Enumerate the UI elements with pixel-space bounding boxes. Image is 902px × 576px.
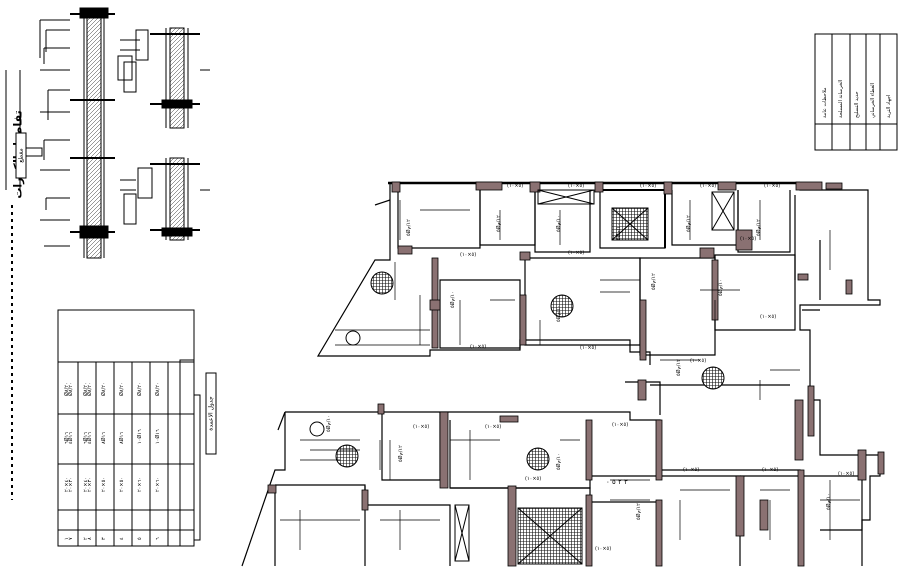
slab-label: (٥×١٠) — [838, 471, 854, 477]
slab-label: (٥×١٠) — [568, 183, 584, 189]
schedule-cell: ٢ — [83, 537, 89, 540]
upper-columns — [391, 181, 853, 531]
rebar-label: ٥Ø١٠/م — [555, 305, 562, 322]
schedule-cell: Ø٨/٢٠ — [86, 382, 93, 396]
upper-floor-plan — [316, 181, 881, 531]
schedule-cell: ١٠Ø١٦ — [136, 429, 143, 444]
schedule-cell: ٨ — [87, 537, 93, 540]
slab-label: (٥×١٠) — [740, 236, 756, 242]
schedule-cell: ١ — [64, 537, 70, 540]
slab-label: (٥×١٠) — [413, 424, 429, 430]
schedule-cell: Ø٨/٢٠ — [100, 382, 107, 396]
rebar-label: ٥Ø١٢/م — [635, 503, 642, 520]
schedule-cell: Ø٨/٢٠ — [136, 382, 143, 396]
rebar-label: ٥Ø١٢/م — [685, 215, 692, 232]
lower-columns — [267, 403, 885, 567]
void-openings — [309, 271, 725, 471]
rebar-label: ٥Ø١٢/م — [755, 219, 762, 236]
slab-label: (٥×١٠) — [580, 345, 596, 351]
slab-label: (٥×١٠) — [595, 546, 611, 552]
schedule-cell: ٤٠×٢٠ — [83, 477, 89, 492]
slab-label: (٥×١٠) — [764, 183, 780, 189]
slab-label: (٥×١٠) — [700, 183, 716, 189]
schedule-cell: ٥٠×٢٠ — [119, 477, 125, 492]
schedule-cell: ٧ — [68, 537, 74, 540]
schedule-cell: ٥ — [137, 537, 143, 540]
slab-label: (٥×١٠) — [690, 358, 706, 364]
beam-details — [23, 7, 210, 259]
notes-line: حديد التسليح — [854, 91, 860, 118]
column-schedule-table — [57, 309, 201, 547]
slab-label: (٥×١٠) — [760, 314, 776, 320]
schedule-cell: ٣٠×٢٠ — [87, 477, 93, 492]
slab-label: (٥×١٠) — [568, 250, 584, 256]
leader-lines — [280, 200, 860, 550]
rebar-label: ٥Ø١٢/م — [650, 273, 657, 290]
slab-label: (٥×١٠) — [507, 183, 523, 189]
schedule-title: جدول الاعمدة — [205, 372, 217, 455]
rebar-label: ٥Ø١٢/م — [397, 445, 404, 462]
schedule-cell: Ø٨/٢٠ — [67, 382, 74, 396]
schedule-cell: ٤Ø١٦ — [86, 432, 93, 444]
upper-shafts — [537, 189, 735, 241]
schedule-cell: ٦ — [155, 537, 161, 540]
slab-label: (٥×١٠) — [762, 467, 778, 473]
notes-line: اجهاد التربة — [886, 95, 892, 118]
schedule-cells: ١ ٤٠×٢٠ ٦Ø١٦ Ø٨/٢٠ ٢ ٤٠×٢٠ ٦Ø١٦ Ø٨/٢٠ ٣ ٥٠×٢٠ ٨Ø١٦… — [63, 382, 161, 540]
slab-label: (٥×١٠) — [485, 424, 501, 430]
slab-label: (٥×١٠) — [460, 252, 476, 258]
notes-line: الغطاء الخرساني — [870, 83, 876, 118]
slab-label: (٥×١٠) — [525, 476, 541, 482]
rebar-label: ٥Ø١٠/م — [555, 215, 562, 232]
schedule-cell: Ø٨/٢٠ — [63, 382, 70, 396]
schedule-cell: ٤Ø١٦ — [67, 432, 74, 444]
schedule-cell: ٥٠×٢٠ — [101, 477, 107, 492]
rebar-label: ٥Ø١٠/م — [825, 493, 832, 510]
rebar-label: ٥Ø١٢/م — [675, 359, 682, 376]
rebar-label: ٥Ø١٠/م — [325, 415, 332, 432]
schedule-cell: ٨Ø١٦ — [100, 432, 107, 444]
schedule-cell: ٣٠×٢٠ — [68, 477, 74, 492]
schedule-cell: ٨Ø١٦ — [118, 432, 125, 444]
schedule-cell: ٦Ø١٦ — [63, 432, 70, 444]
schedule-cell: Ø٨/٢٠ — [82, 382, 89, 396]
rebar-label: ٥Ø١٠/م — [555, 453, 562, 470]
slab-label: (٥×١٠) — [470, 344, 486, 350]
notes-line: ملاحظات عامة — [822, 87, 828, 118]
sheet-subtitle: مقطع — [15, 132, 27, 179]
schedule-cell: ٤ — [119, 537, 125, 540]
schedule-cell: Ø٨/٢٠ — [118, 382, 125, 396]
schedule-cell: Ø٨/٢٠ — [154, 382, 161, 396]
notes-lines: ملاحظات عامة الخرسانة المسلحة حديد التسليح… — [822, 80, 892, 118]
schedule-cell: ٦٠×٢٠ — [155, 477, 161, 492]
schedule-cell: ١٠Ø١٦ — [154, 429, 161, 444]
lower-shafts — [454, 504, 583, 565]
schedule-cell: ٣ — [101, 537, 107, 540]
slab-label: (٥×١٠) — [640, 183, 656, 189]
rebar-label: ٥Ø١٠/م — [615, 223, 622, 240]
slab-label: (٥×١٠) — [683, 467, 699, 473]
schedule-cell: ٦Ø١٦ — [82, 432, 89, 444]
rebar-label: ٥Ø١٢/م — [405, 219, 412, 236]
slab-label: (٥×١٠) — [612, 422, 628, 428]
notes-box — [814, 33, 898, 151]
rebar-label: ٥Ø١٠/م — [717, 279, 724, 296]
dimension-text: ٣ ٢ ٥ ٠ — [606, 478, 628, 486]
notes-line: الخرسانة المسلحة — [838, 80, 844, 118]
rebar-label: ٥Ø١٠/م — [449, 291, 456, 308]
schedule-cell: ٤٠×٢٠ — [64, 477, 70, 492]
schedule-cell: ٦٠×٢٠ — [137, 477, 143, 492]
rebar-label: ٥Ø١٢/م — [495, 215, 502, 232]
plan-labels: (٥×١٠) (٥×١٠) (٥×١٠) (٥×١٠) (٥×١٠) (٥×١٠) (٥×١… — [325, 183, 854, 552]
